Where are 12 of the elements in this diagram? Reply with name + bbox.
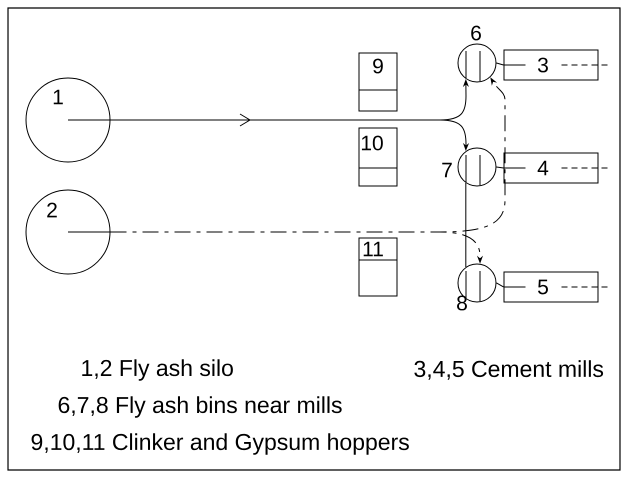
legend-note: 9,10,11 Clinker and Gypsum hoppers bbox=[32, 433, 409, 455]
legend-note: 1,2 Fly ash silo bbox=[82, 359, 233, 381]
mill-box: 3 bbox=[503, 50, 609, 80]
hopper-box: 9 bbox=[358, 52, 398, 112]
mill-box: 4 bbox=[503, 152, 609, 184]
hopper-box: 11 bbox=[358, 238, 398, 296]
node-label: 6 bbox=[471, 26, 481, 40]
hopper-box: 10 bbox=[358, 128, 398, 186]
legend-note: 3,4,5 Cement mills bbox=[414, 360, 604, 380]
mill-box: 5 bbox=[503, 272, 609, 302]
node-label: 7 bbox=[442, 162, 452, 178]
legend-note: 6,7,8 Fly ash bins near mills bbox=[58, 396, 342, 418]
